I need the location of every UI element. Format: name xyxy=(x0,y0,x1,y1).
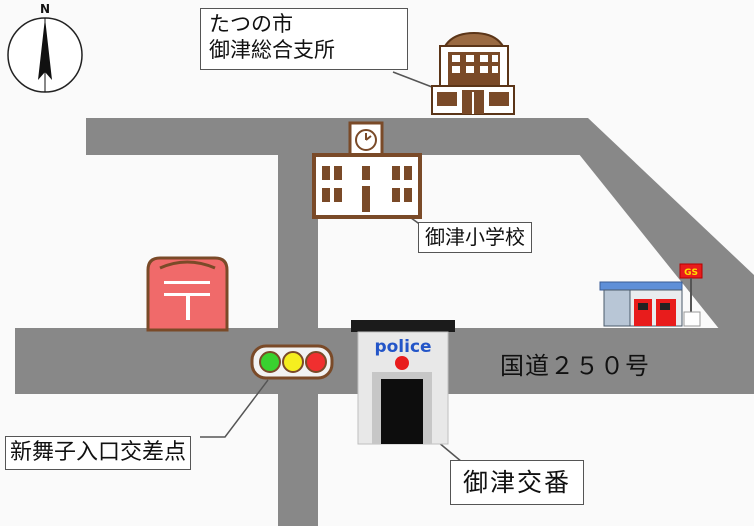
intersection-label: 新舞子入口交差点 xyxy=(5,436,192,470)
road-north xyxy=(86,118,588,155)
route-250-label: 国道２５０号 xyxy=(500,352,650,380)
police-sign: police xyxy=(374,337,431,357)
city-office-label-line1: たつの市 xyxy=(209,12,293,36)
city-office-label: たつの市 御津総合支所 xyxy=(200,8,408,70)
school-label: 御津小学校 xyxy=(418,222,532,253)
road-vertical xyxy=(278,118,318,526)
post-office-icon xyxy=(146,256,229,332)
compass-north: N xyxy=(40,2,50,16)
school-icon xyxy=(312,121,422,219)
compass-icon xyxy=(7,17,83,93)
road-diagonal xyxy=(550,118,754,330)
police-box-icon xyxy=(351,320,455,445)
city-office-icon xyxy=(431,31,515,115)
city-office-label-line2: 御津総合支所 xyxy=(209,38,335,63)
gas-station-icon xyxy=(599,263,703,327)
roads xyxy=(15,118,754,526)
police-box-label: 御津交番 xyxy=(450,460,585,506)
traffic-light-icon xyxy=(250,344,334,380)
gas-station-sign: GS xyxy=(684,268,698,278)
